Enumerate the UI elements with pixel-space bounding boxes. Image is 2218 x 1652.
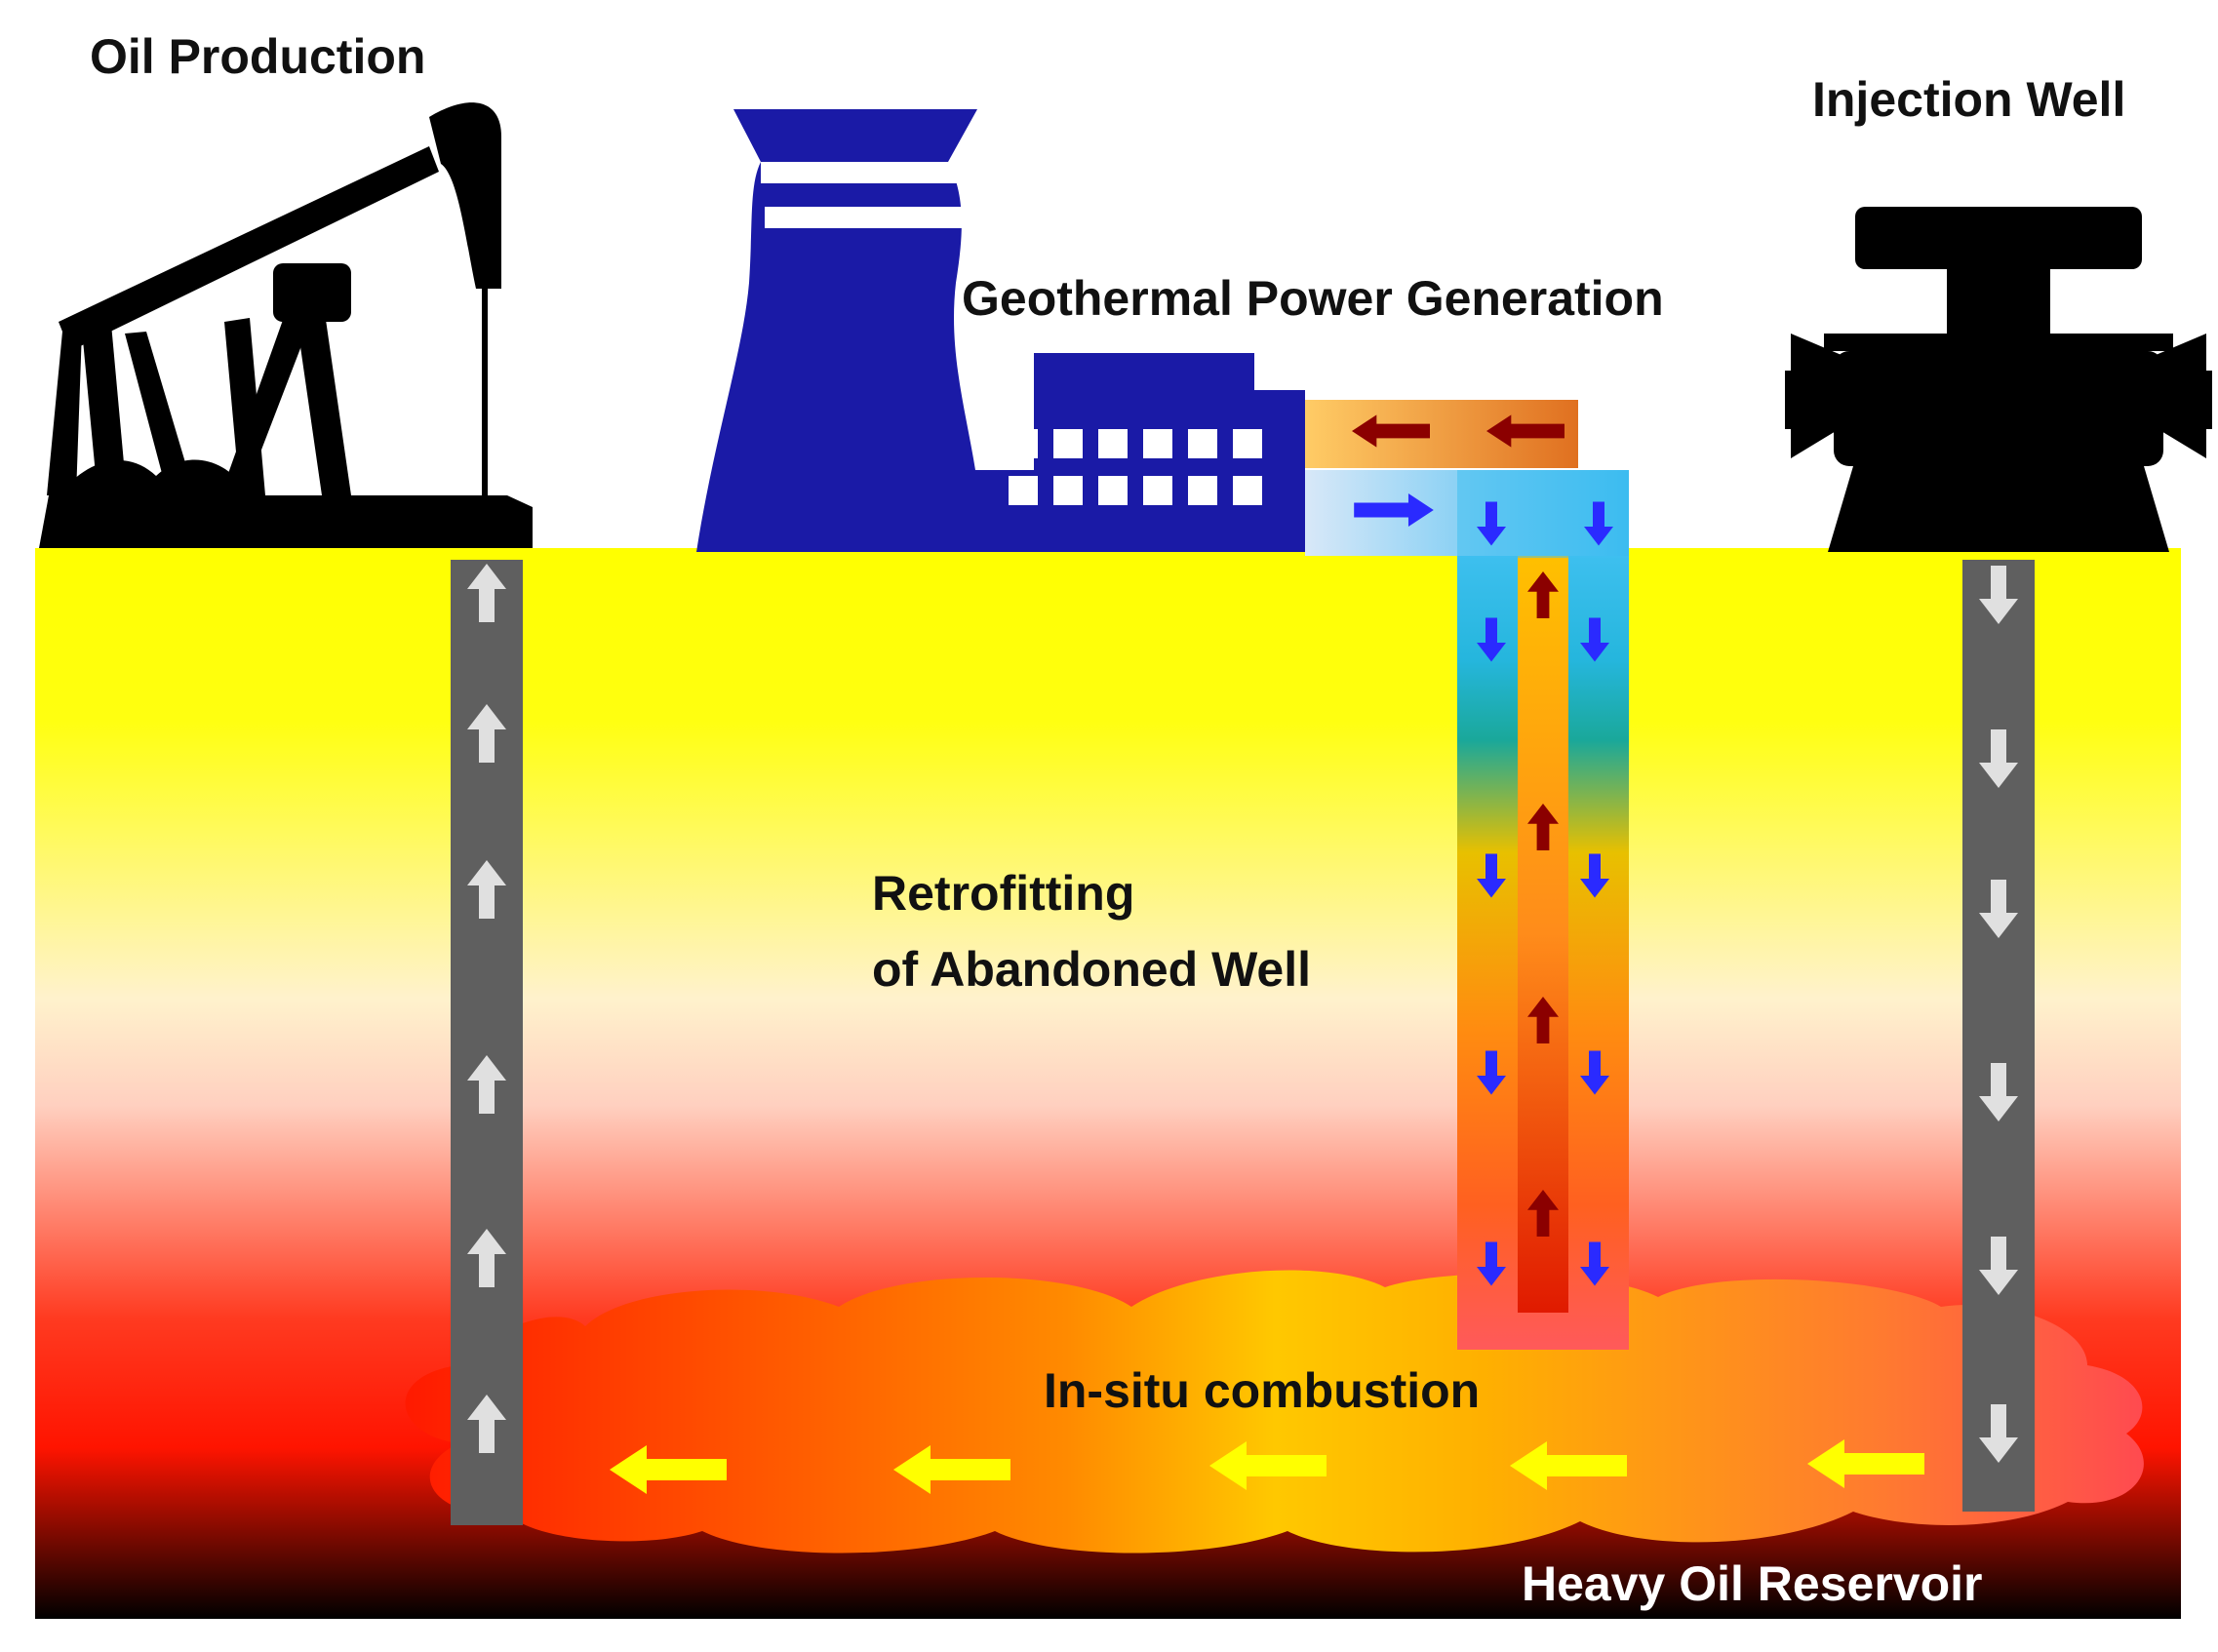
production-pipe (451, 560, 523, 1525)
pumpjack-icon (39, 102, 533, 548)
geothermal-label: Geothermal Power Generation (962, 271, 1664, 326)
combustion-zone (405, 1270, 2144, 1554)
retrofit-label-line1: Retrofitting (872, 866, 1135, 921)
power-plant-icon (696, 109, 1305, 552)
injection-pipe (1962, 560, 2035, 1512)
reservoir-label: Heavy Oil Reservoir (1522, 1556, 1983, 1611)
combustion-label: In-situ combustion (1044, 1363, 1481, 1418)
retrofit-well (1457, 548, 1629, 1350)
surface-pipes (1305, 400, 1629, 558)
injection-well-label: Injection Well (1812, 72, 2126, 127)
oil-production-label: Oil Production (90, 29, 426, 84)
wellhead-valve-icon (1785, 207, 2212, 552)
retrofit-label-line2: of Abandoned Well (872, 942, 1311, 997)
